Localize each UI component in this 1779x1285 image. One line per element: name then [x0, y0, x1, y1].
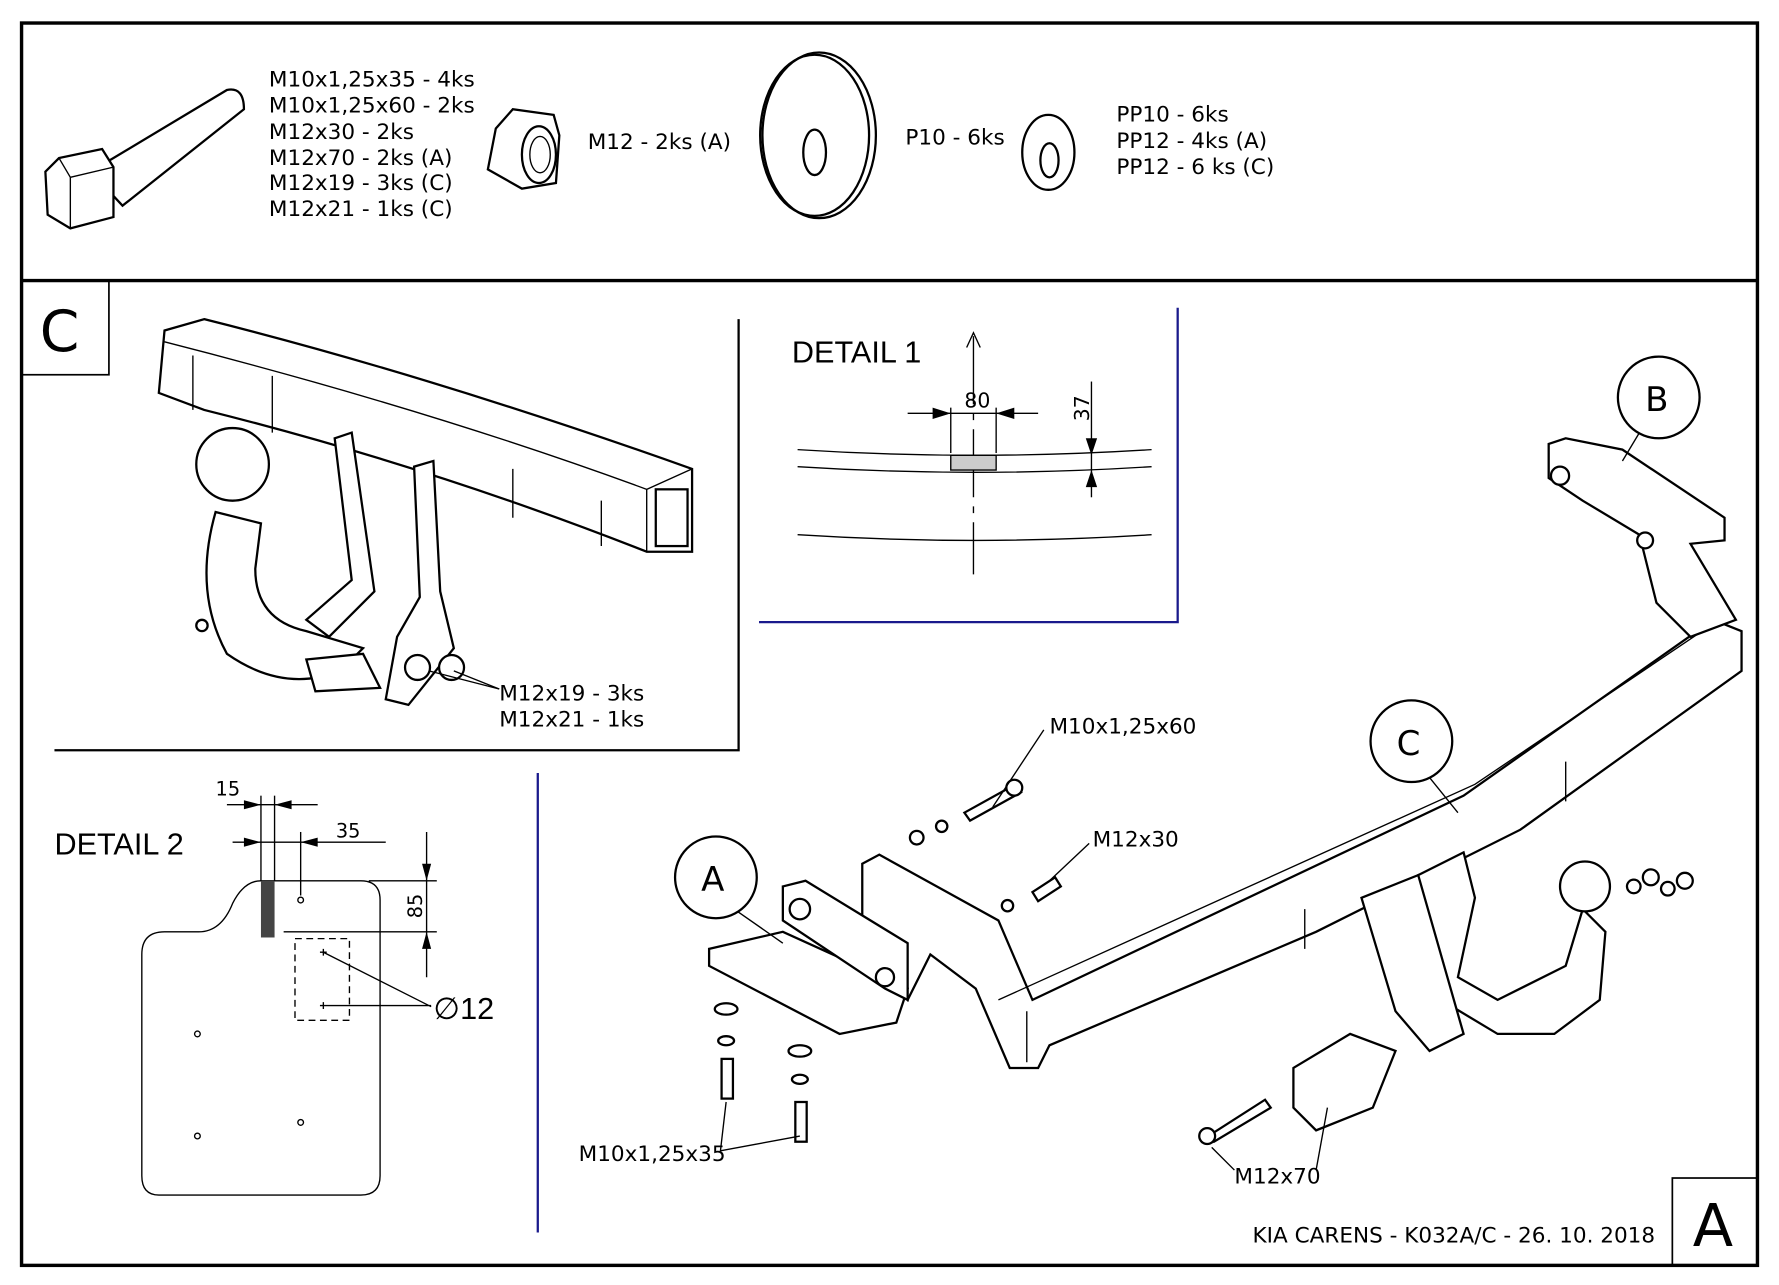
- leader-line: [1049, 842, 1090, 882]
- callout-c: C: [1369, 699, 1459, 814]
- sheet-letter: A: [1693, 1191, 1733, 1260]
- callout-c-label: C: [1397, 724, 1421, 764]
- detail1-title: DETAIL 1: [792, 335, 921, 369]
- view-c-box: [20, 279, 110, 376]
- view-c-border: [54, 319, 740, 752]
- detail1-border: [759, 307, 1179, 624]
- view-c-letter: C: [40, 299, 80, 365]
- part-label: M12x19 - 3ks (C): [269, 171, 453, 196]
- part-label: M12x70 - 2ks (A): [269, 146, 452, 171]
- large-washer-icon: [759, 51, 878, 220]
- bolt-icon: [44, 88, 246, 230]
- detail2-dim-a: 15: [216, 778, 241, 801]
- label-m12x70: M12x70: [1234, 1165, 1320, 1190]
- detail1-dim-width: 80: [964, 389, 990, 413]
- sheet-letter-box: [1671, 1177, 1759, 1267]
- callout-a-label: A: [701, 860, 724, 900]
- detail2-hole-dia: ∅12: [433, 992, 494, 1026]
- towbar-closeup-drawing: [157, 317, 694, 707]
- label-m10x35: M10x1,25x35: [579, 1142, 726, 1167]
- towbar-assembly-drawing: [707, 437, 1743, 1146]
- detail1-drawing: [797, 331, 1152, 575]
- outer-frame: [19, 21, 1760, 1268]
- label-m12x30: M12x30: [1093, 828, 1179, 853]
- small-washer-label: PP12 - 4ks (A): [1116, 129, 1267, 154]
- small-washer-label: PP10 - 6ks: [1116, 103, 1228, 128]
- small-washer-icon: [1021, 113, 1076, 191]
- bolts-list: M10x1,25x35 - 4ks M10x1,25x60 - 2ks M12x…: [269, 68, 475, 222]
- detail2-drawing: [141, 795, 437, 1196]
- leader-line: [1211, 1107, 1329, 1171]
- small-washer-label: PP12 - 6 ks (C): [1116, 155, 1274, 180]
- part-label: M12x21 - 1ks (C): [269, 197, 453, 222]
- large-washer-label: P10 - 6ks: [905, 125, 1004, 150]
- callout-b: B: [1616, 355, 1701, 462]
- label-m10x60: M10x1,25x60: [1049, 714, 1196, 739]
- detail2-dim-c: 85: [404, 894, 427, 919]
- title-block-text: KIA CARENS - K032A/C - 26. 10. 2018: [1253, 1224, 1656, 1249]
- callout-a: A: [673, 835, 784, 944]
- detail1-dim-height: 37: [1070, 395, 1094, 421]
- leader-line: [992, 729, 1045, 808]
- leader-line: [719, 1101, 800, 1152]
- detail2-title: DETAIL 2: [54, 828, 183, 862]
- nut-icon: [486, 108, 561, 190]
- nut-label: M12 - 2ks (A): [588, 130, 731, 155]
- part-label: M10x1,25x60 - 2ks: [269, 94, 475, 119]
- closeup-bolt-label: M12x19 - 3ks: [499, 681, 644, 706]
- part-label: M12x30 - 2ks: [269, 120, 414, 145]
- part-label: M10x1,25x35 - 4ks: [269, 68, 475, 93]
- leader-line: [453, 670, 500, 690]
- detail2-dim-b: 35: [336, 820, 361, 843]
- leader-line: [428, 670, 500, 690]
- callout-b-label: B: [1645, 380, 1668, 420]
- closeup-bolt-label: M12x21 - 1ks: [499, 707, 644, 732]
